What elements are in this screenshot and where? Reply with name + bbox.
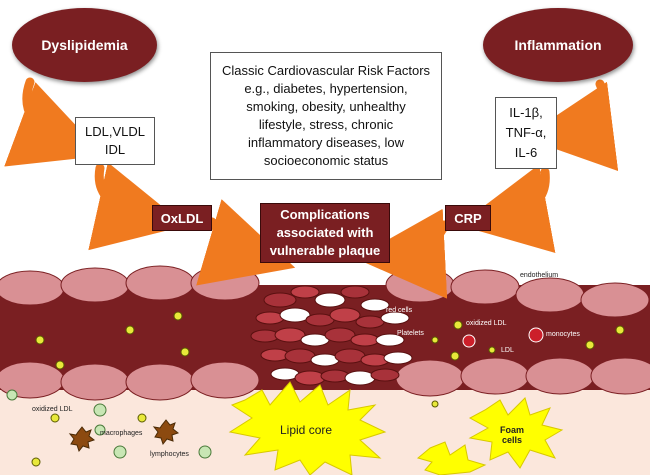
ldl-line-2: IDL [104,142,126,157]
endothelium-bottom [0,357,650,401]
dyslipidemia-label: Dyslipidemia [41,37,128,53]
foam-cells-label: Foam cells [500,425,524,445]
complications-line: Complications [280,207,370,222]
complications-box: Complications associated with vulnerable… [260,203,390,263]
arrow-oxldl-to-complications [196,199,296,286]
oxldl-label: OxLDL [160,210,204,226]
crp-label: CRP [454,210,482,226]
lipid-core-shape [228,381,387,475]
classic-line: smoking, obesity, unhealthy [246,99,406,114]
arrow-inflammation-to-il [523,79,619,172]
classic-line: inflammatory diseases, low [247,135,405,150]
ldl-particles [35,311,625,370]
classic-line: e.g., diabetes, hypertension, [244,81,408,96]
arrow-il-to-crp [458,164,556,254]
ldl-line-1: LDL,VLDL [85,124,145,139]
macrophage-cells [68,419,180,453]
oxidized-ldl-wall-label: oxidized LDL [466,320,507,327]
foam-line-2: cells [501,435,523,445]
cytokine-line: TNF-α, [505,125,547,140]
classic-line: Classic Cardiovascular Risk Factors [221,63,431,78]
arrow-dyslipidemia-to-ldl [4,77,105,167]
dyslipidemia-oval: Dyslipidemia [12,8,157,82]
plaque-cells [250,285,413,386]
monocyte-cells [462,327,544,348]
platelets-label: Platelets [397,330,424,337]
classic-line: lifestyle, stress, chronic [258,117,394,132]
classic-line: socioeconomic status [263,153,389,168]
complications-line: associated with [276,225,374,240]
foam-cells-shape [416,397,564,475]
inflammation-label: Inflammation [514,37,602,53]
oxidized-ldl-lumen-label: oxidized LDL [32,406,73,413]
macrophages-label: macrophages [100,430,143,437]
lymphocytes-label: lymphocytes [150,451,189,458]
lipid-core-label: Lipid core [280,423,333,437]
classic-risk-factors-box: Classic Cardiovascular Risk Factors e.g.… [210,52,442,180]
cytokine-line: IL-1β, [509,105,543,120]
arrow-crp-to-complications [355,208,450,299]
cytokines-box: IL-1β, TNF-α, IL-6 [495,97,557,169]
crp-tag: CRP [445,205,491,231]
oxldl-tag: OxLDL [152,205,212,231]
foam-line-1: Foam [500,425,525,435]
monocytes-label: monocytes [546,331,580,338]
inflammation-oval: Inflammation [483,8,633,82]
endothelium-label: endothelium [520,272,559,279]
red-cells-label: red cells [386,307,413,314]
ldl-label: LDL [501,347,514,354]
ldl-box: LDL,VLDL IDL [75,117,155,165]
arrows [4,77,619,299]
complications-line: vulnerable plaque [269,243,381,258]
cytokine-line: IL-6 [514,145,538,160]
arrow-ldl-to-oxldl [88,162,186,251]
